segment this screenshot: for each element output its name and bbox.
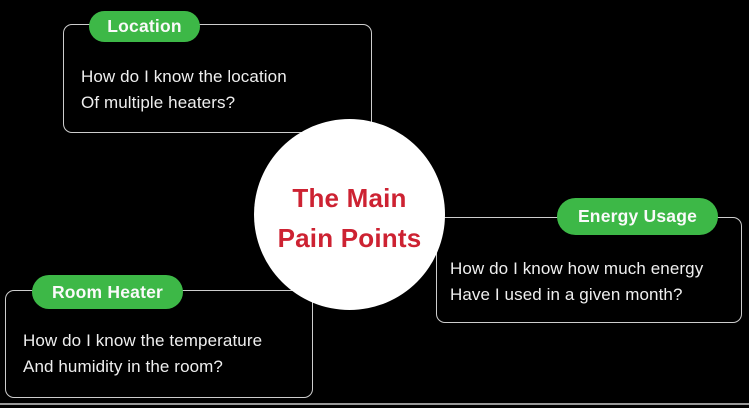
energy-usage-question: How do I know how much energy Have I use…: [450, 256, 703, 308]
energy-usage-pill: Energy Usage: [557, 198, 718, 235]
center-title-line1: The Main: [292, 183, 407, 213]
energy-usage-question-line1: How do I know how much energy: [450, 259, 704, 278]
room-heater-pill-label: Room Heater: [51, 281, 164, 302]
location-question: How do I know the location Of multiple h…: [81, 64, 287, 116]
location-pill: Location: [89, 11, 200, 42]
room-heater-question-line2: And humidity in the room?: [23, 357, 223, 376]
location-box: [63, 24, 372, 133]
room-heater-question: How do I know the temperature And humidi…: [23, 328, 262, 380]
room-heater-question-line1: How do I know the temperature: [23, 331, 263, 350]
center-circle: The Main Pain Points: [254, 119, 445, 310]
energy-usage-pill-label: Energy Usage: [577, 206, 698, 226]
location-question-line2: Of multiple heaters?: [81, 93, 236, 112]
room-heater-pill: Room Heater: [32, 275, 183, 309]
center-title-line2: Pain Points: [277, 223, 422, 253]
location-pill-label: Location: [107, 16, 182, 36]
bottom-divider-line: [0, 403, 749, 405]
location-question-line1: How do I know the location: [81, 67, 287, 86]
energy-usage-question-line2: Have I used in a given month?: [450, 285, 683, 304]
